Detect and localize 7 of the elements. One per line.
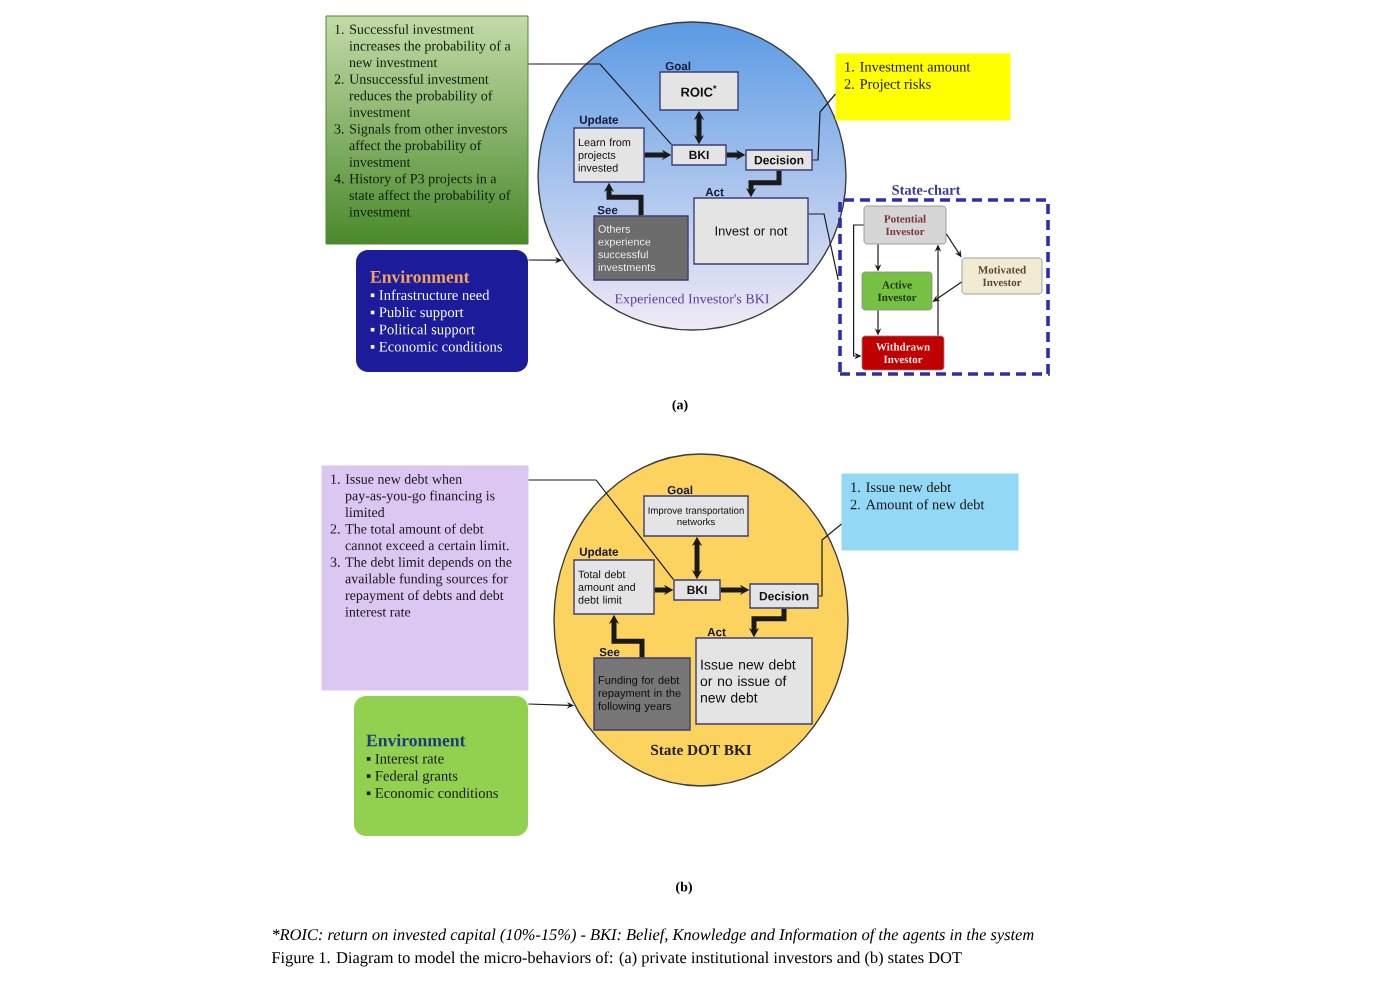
- footnote: *ROIC: return on invested capital (10%-15%) - BKI: Belief, Knowledge and Information of the agents in the system: [273, 928, 1034, 944]
- connector-line: [808, 213, 839, 281]
- connector-line: [812, 93, 837, 161]
- connector-line: [818, 523, 843, 597]
- figure-caption: Figure 1. Diagram to model the micro-behaviors of: (a) private institutional investors and (b) states DOT: [271, 951, 962, 967]
- connector-line: [527, 63, 672, 145]
- connector-line: [527, 479, 674, 580]
